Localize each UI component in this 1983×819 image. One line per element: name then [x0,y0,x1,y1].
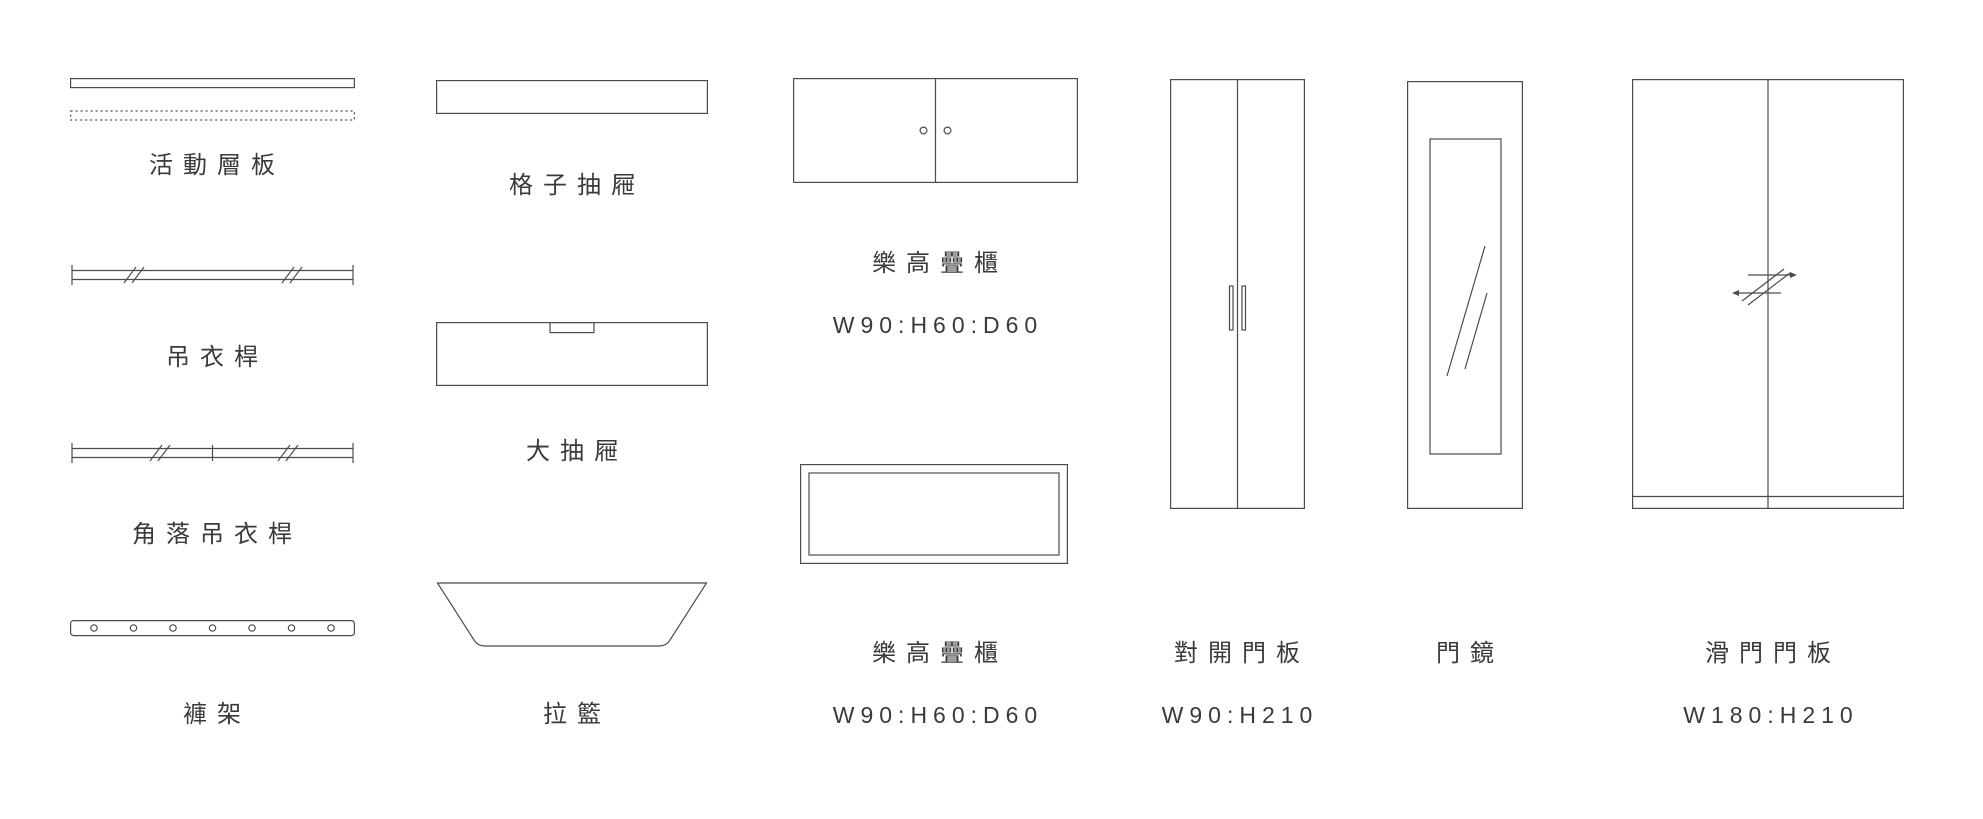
item-label: 角落吊衣桿 [132,521,302,548]
pull-out-basket-icon [436,582,708,647]
item-label: 樂高疊櫃 [872,640,1008,667]
item-label: 褲架 [183,701,251,728]
lego-stack-cabinet-top-icon [800,464,1068,564]
item-dimensions: W180:H210 [1683,702,1859,728]
item-label: 滑門門板 [1705,640,1841,667]
item-label: 樂高疊櫃 [872,250,1008,277]
adjustable-shelf-icon [70,78,355,121]
grid-drawer-icon [436,80,708,114]
item-label: 門鏡 [1436,640,1504,667]
item-label: 活動層板 [149,152,285,179]
item-dimensions: W90:H210 [1161,702,1319,728]
item-label: 對開門板 [1174,640,1310,667]
door-mirror-icon [1407,81,1523,509]
sliding-door-panel-icon [1632,79,1904,509]
item-label: 拉籃 [543,701,611,728]
item-dimensions: W90:H60:D60 [832,312,1044,338]
trouser-rack-icon [70,620,355,637]
item-label: 格子抽屜 [509,172,645,199]
lego-stack-cabinet-front-icon [793,78,1078,183]
large-drawer-icon [436,322,708,386]
double-swing-door-panel-icon [1170,79,1305,509]
hanging-rod-icon [71,265,354,285]
item-dimensions: W90:H60:D60 [832,702,1044,728]
item-label: 大抽屜 [526,438,628,465]
corner-hanging-rod-icon [71,443,354,463]
item-label: 吊衣桿 [166,344,268,371]
